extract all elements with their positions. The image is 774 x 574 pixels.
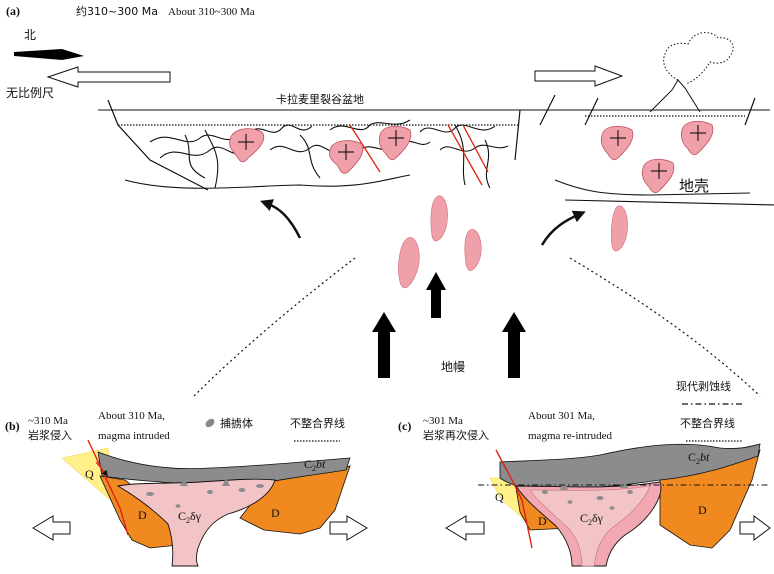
- north-arrow-icon: [14, 49, 84, 60]
- unit-q-label-c: Q: [495, 490, 504, 504]
- connector-arc-right: [569, 257, 761, 397]
- extension-arrow-b-left-icon: [32, 515, 71, 541]
- volcanic-plume-icon: [663, 32, 734, 85]
- unit-d-left-label-c: D: [538, 514, 547, 528]
- panel-a: (a) 约310~300 Ma About 310~300 Ma 北 无比例尺 …: [6, 4, 774, 399]
- curved-arrow-left-icon: [260, 199, 302, 239]
- panel-b-event-en: magma intruded: [98, 430, 170, 442]
- xenolith-legend-icon: [205, 418, 215, 428]
- extension-arrow-left-icon: [46, 66, 171, 88]
- legend-xenolith-label: 捕掳体: [220, 416, 253, 430]
- unit-c2bt-label: C2bt: [304, 457, 326, 473]
- magma-blobs: [398, 195, 628, 288]
- panel-c-age-en: About 301 Ma,: [528, 410, 595, 422]
- unit-d-left-label: D: [138, 508, 147, 522]
- panel-b-event-cn: 岩浆侵入: [28, 428, 72, 442]
- volcano-icon: [649, 79, 701, 113]
- connector-arc-left: [191, 257, 356, 399]
- basin-label: 卡拉麦里裂谷盆地: [276, 92, 364, 106]
- mantle-label: 地幔: [441, 359, 465, 374]
- mantle-upwelling-arrows: [372, 272, 526, 378]
- xenolith-icons: [146, 478, 264, 508]
- curved-arrow-right-icon: [540, 210, 586, 246]
- unit-q-label: Q: [85, 467, 94, 481]
- panel-c-event-en: magma re-intruded: [528, 430, 612, 442]
- panel-b-age-cn: ~310 Ma: [28, 415, 68, 427]
- panel-b: (b) ~310 Ma 岩浆侵入 About 310 Ma, magma int…: [5, 410, 368, 567]
- pluton-crosses: [238, 125, 706, 179]
- panel-b-age-en: About 310 Ma,: [98, 410, 165, 422]
- panel-a-age-en: About 310~300 Ma: [168, 6, 255, 18]
- panel-a-age-cn: 约310~300 Ma: [76, 5, 158, 18]
- panel-c: (c) ~301 Ma 岩浆再次侵入 About 301 Ma, magma r…: [398, 379, 771, 567]
- panel-b-label: (b): [5, 419, 20, 433]
- legend-unconformity-label-c: 不整合界线: [680, 416, 735, 430]
- pluton-icons: [229, 120, 714, 194]
- extension-arrow-c-right-icon: [739, 515, 771, 541]
- legend-unconformity-label: 不整合界线: [290, 416, 345, 430]
- unit-d-right-label: D: [271, 506, 280, 520]
- intrusion-c2dg: [116, 478, 276, 567]
- north-label: 北: [24, 28, 36, 42]
- panel-c-label: (c): [398, 419, 411, 433]
- crust-label: 地壳: [679, 177, 709, 195]
- panel-a-label: (a): [6, 4, 20, 18]
- intrusion-label-c: C2δγ: [580, 511, 604, 527]
- panel-c-event-cn: 岩浆再次侵入: [423, 428, 489, 442]
- unit-d-right-label-c: D: [698, 503, 707, 517]
- panel-c-age-cn: ~301 Ma: [423, 415, 463, 427]
- unit-c2bt-label-c: C2bt: [688, 450, 710, 466]
- intrusion-inner-c: [529, 485, 651, 567]
- fault-line-b: [87, 439, 129, 536]
- no-scale-label: 无比例尺: [6, 86, 54, 100]
- fault-line-c: [495, 449, 533, 549]
- red-faults: [349, 124, 489, 186]
- extension-arrow-c-left-icon: [445, 515, 485, 541]
- legend-erosion-label: 现代剥蚀线: [676, 379, 731, 393]
- extension-arrow-right-icon: [534, 65, 624, 87]
- extension-arrow-b-right-icon: [329, 515, 368, 541]
- folded-strata: [149, 119, 509, 189]
- intrusion-label-b: C2δγ: [178, 509, 202, 525]
